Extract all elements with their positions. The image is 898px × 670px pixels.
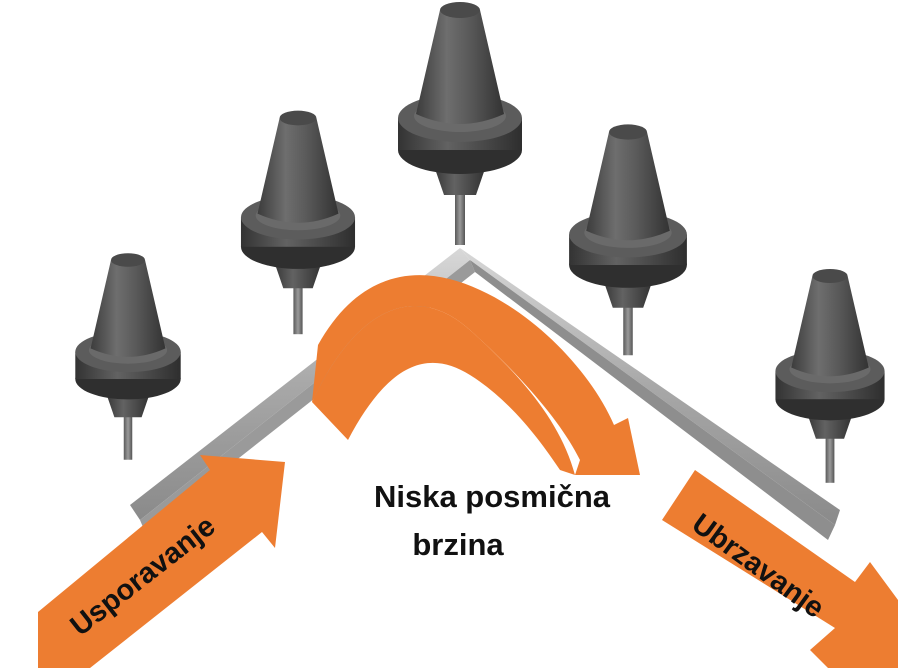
tool-2: [240, 110, 356, 335]
tool-5: [775, 268, 885, 483]
tool-1: [75, 253, 181, 460]
center-label-line1: Niska posmična: [374, 479, 611, 514]
low-feed-arrow: [312, 275, 640, 475]
tool-4: [569, 124, 687, 356]
center-label-line2: brzina: [412, 527, 504, 562]
tool-3: [398, 2, 522, 245]
